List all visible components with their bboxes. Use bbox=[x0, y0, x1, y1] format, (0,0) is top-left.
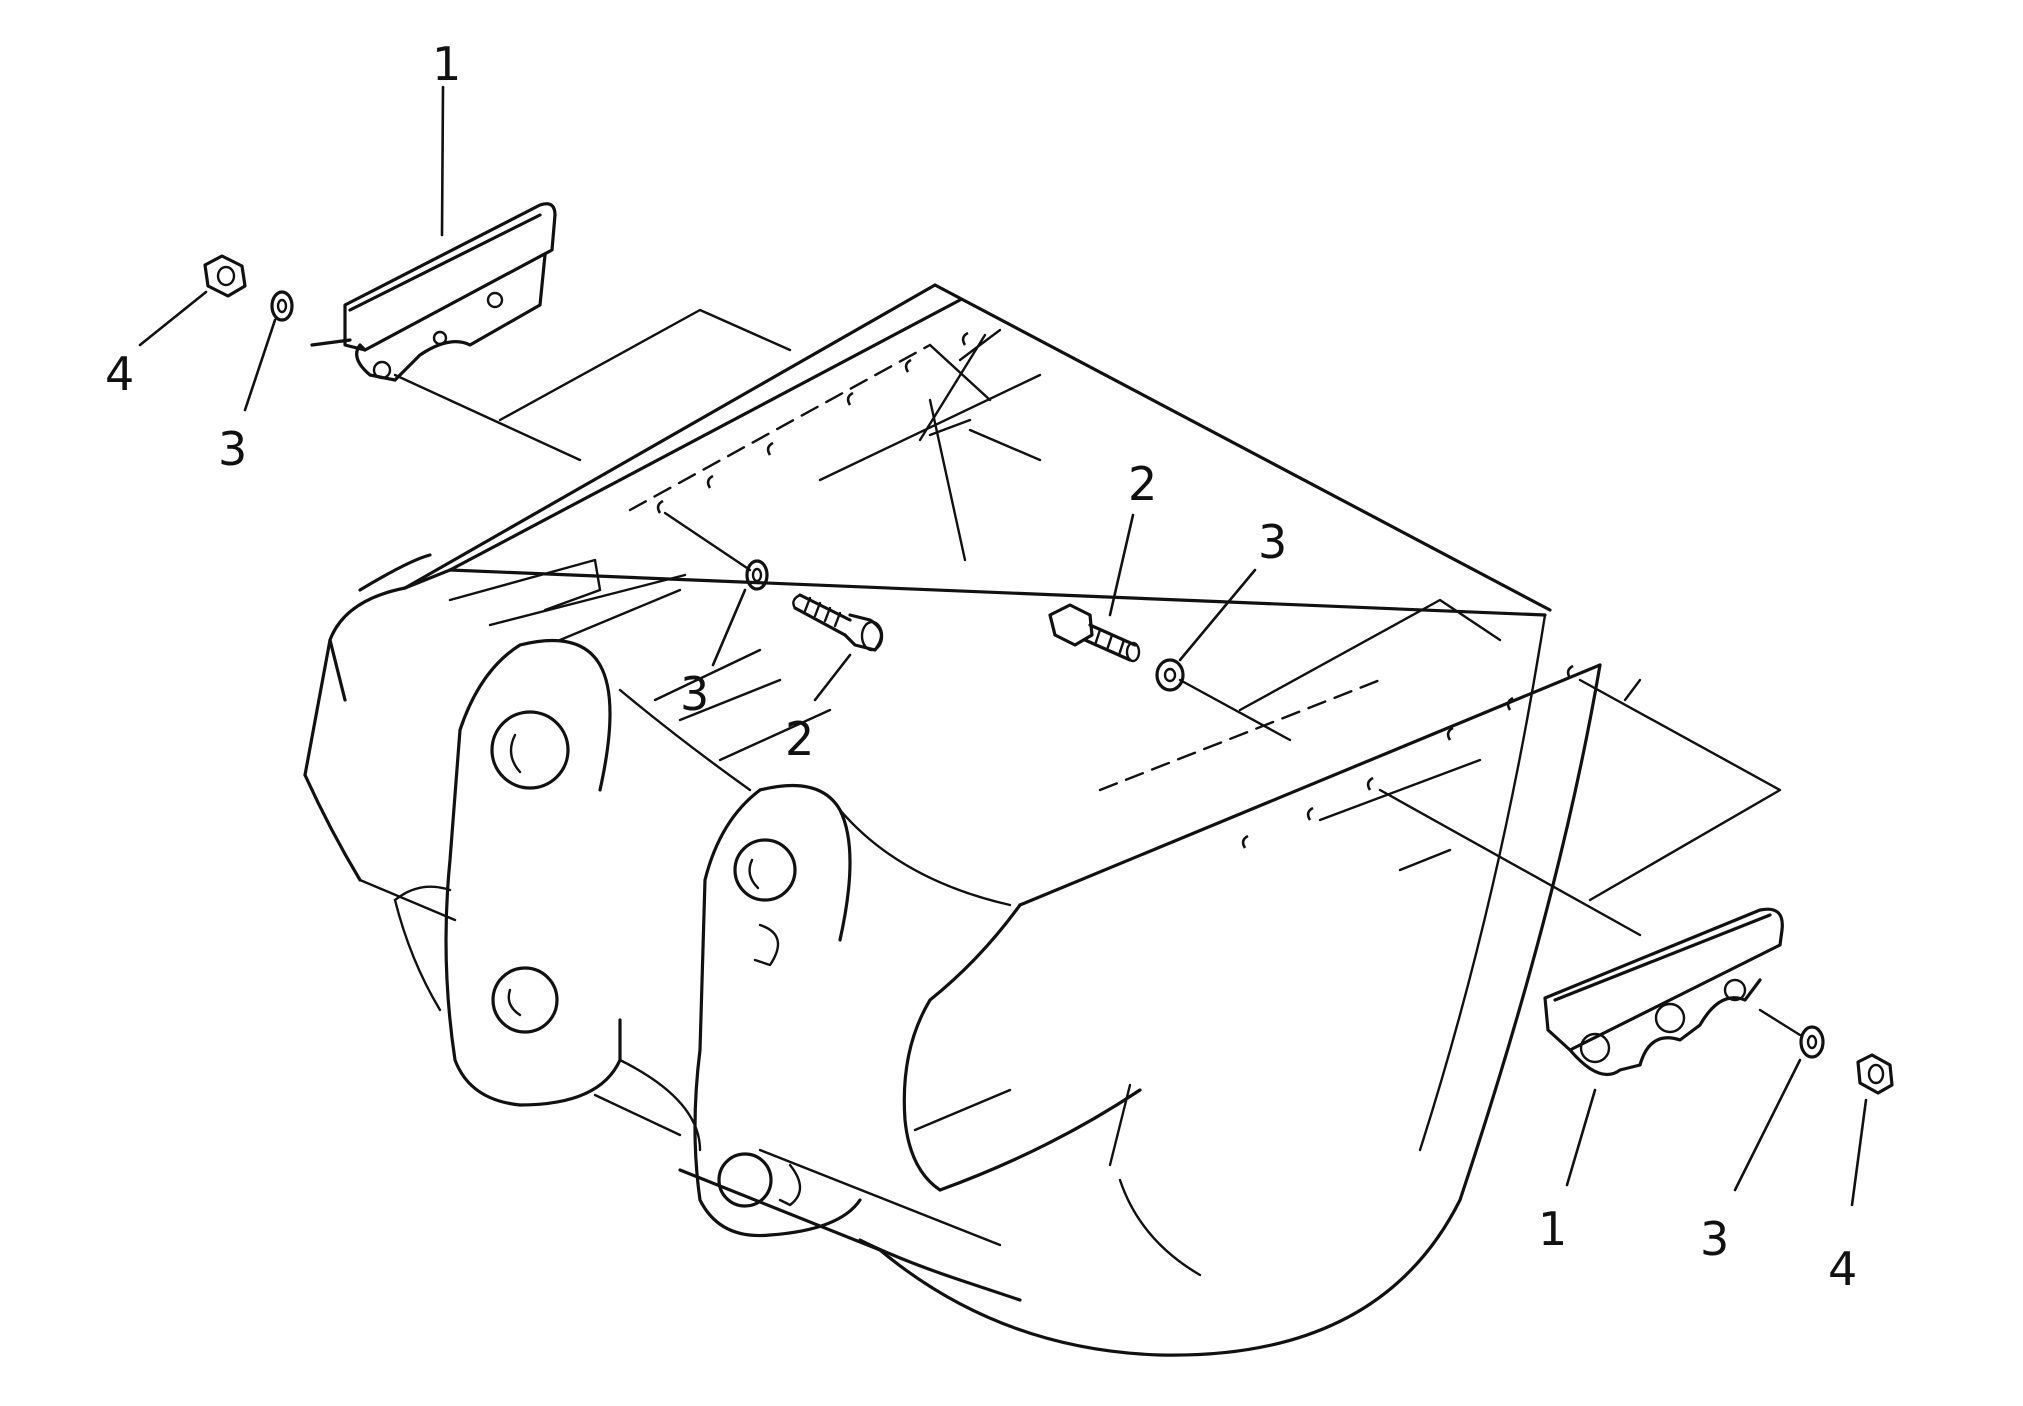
side-shroud-right bbox=[1543, 907, 1784, 1077]
bolt-right bbox=[1048, 603, 1141, 663]
bolt-left bbox=[792, 593, 884, 652]
callout-3-bottom: 3 bbox=[1700, 1212, 1729, 1266]
washer-left-top bbox=[270, 290, 294, 322]
nut-left bbox=[203, 254, 247, 298]
callout-1-top: 1 bbox=[432, 37, 461, 91]
callout-3-top-right: 3 bbox=[1258, 515, 1287, 569]
callout-2-top: 2 bbox=[1128, 457, 1157, 511]
assembly-guides bbox=[393, 308, 1802, 1037]
callout-4-left: 4 bbox=[105, 347, 134, 401]
callout-4-bottom: 4 bbox=[1828, 1242, 1857, 1296]
callout-1-bottom: 1 bbox=[1538, 1202, 1567, 1256]
nut-right bbox=[1856, 1053, 1894, 1095]
callout-2-mid: 2 bbox=[785, 712, 814, 766]
top-rail-holes bbox=[656, 331, 1574, 849]
bucket-body bbox=[303, 283, 1642, 1357]
callout-3-mid: 3 bbox=[680, 667, 709, 721]
callout-leaders bbox=[138, 85, 1868, 1207]
callout-labels: 1 4 3 2 3 3 2 1 3 4 bbox=[105, 37, 1857, 1296]
side-shroud-left bbox=[310, 202, 557, 382]
washer-left-mid bbox=[745, 559, 769, 591]
callout-3-left: 3 bbox=[218, 422, 247, 476]
washer-right-bottom bbox=[1799, 1025, 1825, 1059]
washer-right-mid bbox=[1155, 658, 1185, 692]
